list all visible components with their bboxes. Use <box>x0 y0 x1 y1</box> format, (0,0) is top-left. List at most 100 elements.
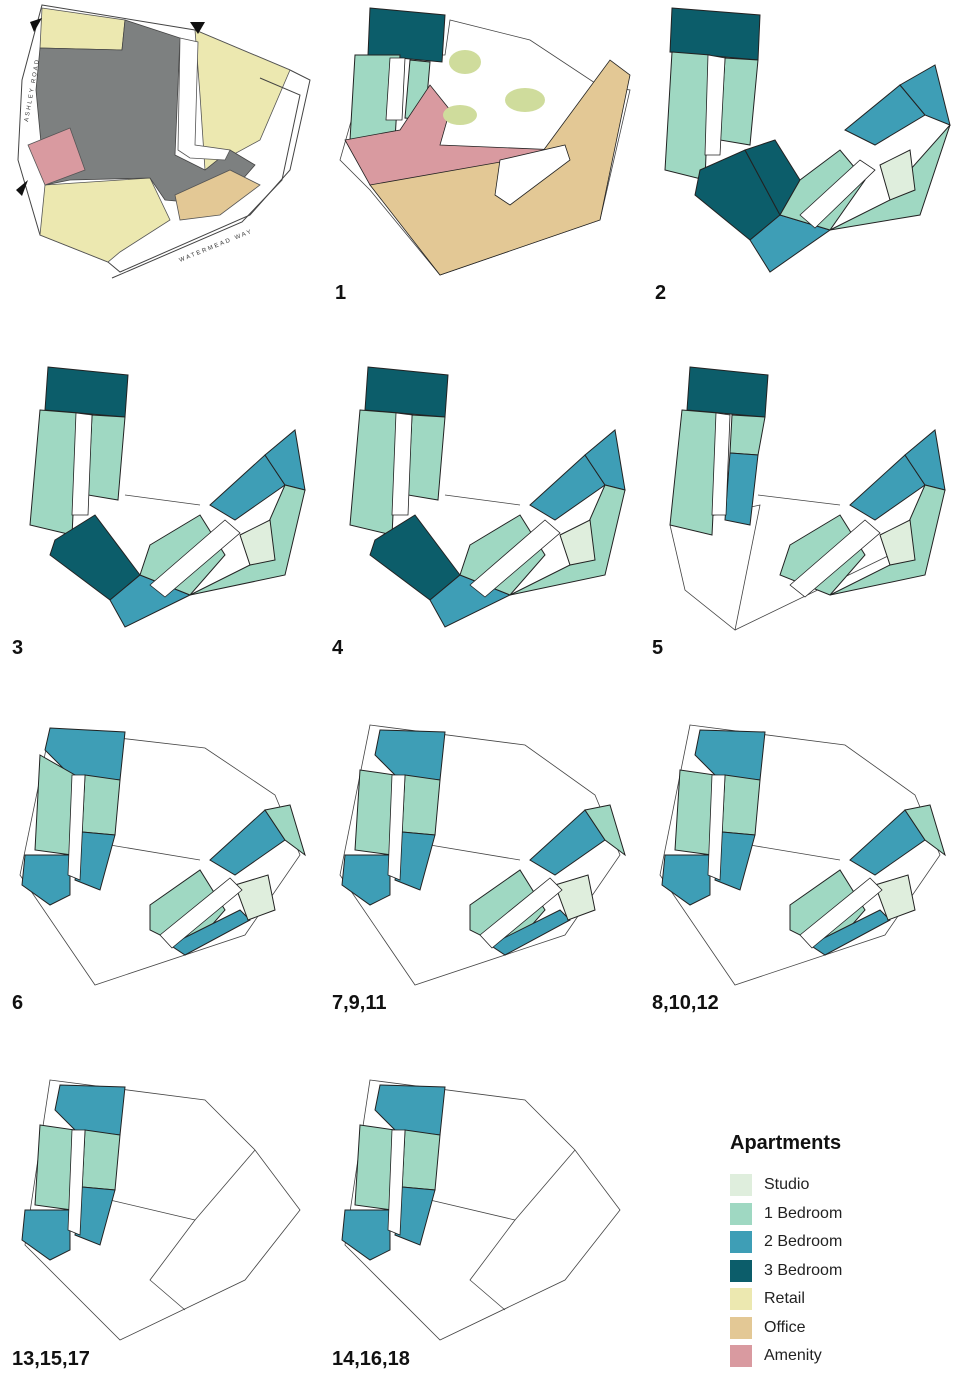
legend-item-2-bedroom: 2 Bedroom <box>730 1228 930 1257</box>
legend-item-1-bedroom: 1 Bedroom <box>730 1200 930 1229</box>
landscape-patch <box>449 50 481 74</box>
level-label: 8,10,12 <box>652 992 719 1014</box>
entrance-arrow-icon <box>16 180 28 196</box>
plan-level-13 <box>21 1079 301 1341</box>
two-bed-unit <box>661 854 711 906</box>
three-bed-unit <box>364 366 449 418</box>
core <box>67 1129 86 1236</box>
site-circulation <box>177 37 231 161</box>
two-bed-unit <box>341 1209 391 1261</box>
one-bed-unit <box>729 414 766 456</box>
studio-unit <box>239 519 276 566</box>
core <box>391 412 413 516</box>
core <box>469 519 561 598</box>
legend-swatch <box>730 1259 752 1282</box>
panel-level-1: 1 <box>330 0 650 304</box>
studio-unit <box>234 874 276 921</box>
one-bed-unit <box>584 804 626 857</box>
two-bed-unit <box>21 1209 71 1261</box>
legend-swatch <box>730 1345 752 1368</box>
level-label: 4 <box>332 637 344 659</box>
one-bed-unit <box>87 414 126 501</box>
outline-link <box>429 1199 516 1311</box>
legend-label: 1 Bedroom <box>764 1204 843 1222</box>
outline-link <box>444 494 521 506</box>
level-label: 3 <box>12 637 24 659</box>
one-bed-unit <box>401 774 441 836</box>
level-label: 7,9,11 <box>332 992 387 1014</box>
two-bed-unit <box>809 909 891 956</box>
panel-level-14: 14,16,18 <box>320 1065 640 1370</box>
panel-level-7: 7,9,11 <box>320 710 640 1014</box>
one-bed-unit <box>779 149 866 231</box>
three-bed-unit <box>669 7 761 61</box>
core <box>149 519 241 598</box>
core <box>67 774 86 881</box>
studio-unit <box>559 519 596 566</box>
core <box>387 1129 406 1236</box>
site-plan-drawing: ASHLEY ROAD WATERMEAD WAY <box>16 4 311 279</box>
landscape-patch <box>505 88 545 112</box>
plan-level-2 <box>664 7 951 273</box>
one-bed-unit <box>407 414 446 501</box>
core <box>799 159 876 229</box>
one-bed-unit <box>349 409 399 536</box>
core <box>387 774 406 881</box>
site-outline <box>734 554 891 631</box>
legend-item-studio: Studio <box>730 1171 930 1200</box>
one-bed-unit <box>189 484 306 596</box>
panel-level-5: 5 <box>640 355 960 659</box>
legend-label: 3 Bedroom <box>764 1261 843 1279</box>
legend-title: Apartments <box>730 1132 842 1154</box>
studio-unit <box>879 519 916 566</box>
studio-unit <box>874 874 916 921</box>
core <box>479 877 563 949</box>
two-bed-unit <box>341 854 391 906</box>
legend-swatch <box>730 1316 752 1339</box>
level-label: 13,15,17 <box>12 1348 90 1370</box>
panel-level-13: 13,15,17 <box>0 1065 320 1370</box>
one-bed-unit <box>904 804 946 857</box>
core <box>789 519 881 598</box>
one-bed-unit <box>719 57 759 146</box>
outline-link <box>514 1149 576 1221</box>
panel-level-6: 6 <box>0 710 320 1014</box>
outline-link <box>429 844 521 861</box>
retail-zone-north <box>39 7 126 51</box>
outline-link <box>109 1199 196 1311</box>
legend-swatch <box>730 1288 752 1311</box>
outline-link <box>194 1149 256 1221</box>
one-bed-unit <box>264 804 306 857</box>
one-bed-unit <box>401 1129 441 1191</box>
panel-level-3: 3 <box>0 355 320 659</box>
two-bed-unit <box>169 909 251 956</box>
level-label: 1 <box>335 282 347 304</box>
legend-swatch <box>730 1202 752 1225</box>
core <box>704 54 726 156</box>
panel-level-8: 8,10,12 <box>640 710 960 1014</box>
legend-item-amenity: Amenity <box>730 1342 930 1371</box>
legend-label: Studio <box>764 1176 810 1194</box>
site-plan: ASHLEY ROAD WATERMEAD WAY <box>0 0 320 290</box>
existing-building <box>35 19 256 206</box>
core <box>711 412 731 516</box>
amenity-zone <box>27 127 86 186</box>
core <box>71 412 93 516</box>
legend-item-3-bedroom: 3 Bedroom <box>730 1257 930 1286</box>
core <box>159 877 243 949</box>
legend-label: Office <box>764 1318 806 1336</box>
plan-level-6 <box>19 727 306 986</box>
three-bed-unit <box>686 366 769 418</box>
one-bed-unit <box>829 124 951 231</box>
two-bed-unit <box>21 854 71 906</box>
legend-swatch <box>730 1231 752 1254</box>
outline-link <box>749 844 841 861</box>
three-bed-unit <box>367 7 446 63</box>
panel-level-4: 4 <box>320 355 640 659</box>
outline-link <box>124 494 201 506</box>
outline-link <box>109 844 201 861</box>
level-label: 6 <box>12 992 24 1014</box>
plan-level-4 <box>349 366 626 628</box>
legend-swatch <box>730 1174 752 1197</box>
level-label: 14,16,18 <box>332 1348 410 1370</box>
